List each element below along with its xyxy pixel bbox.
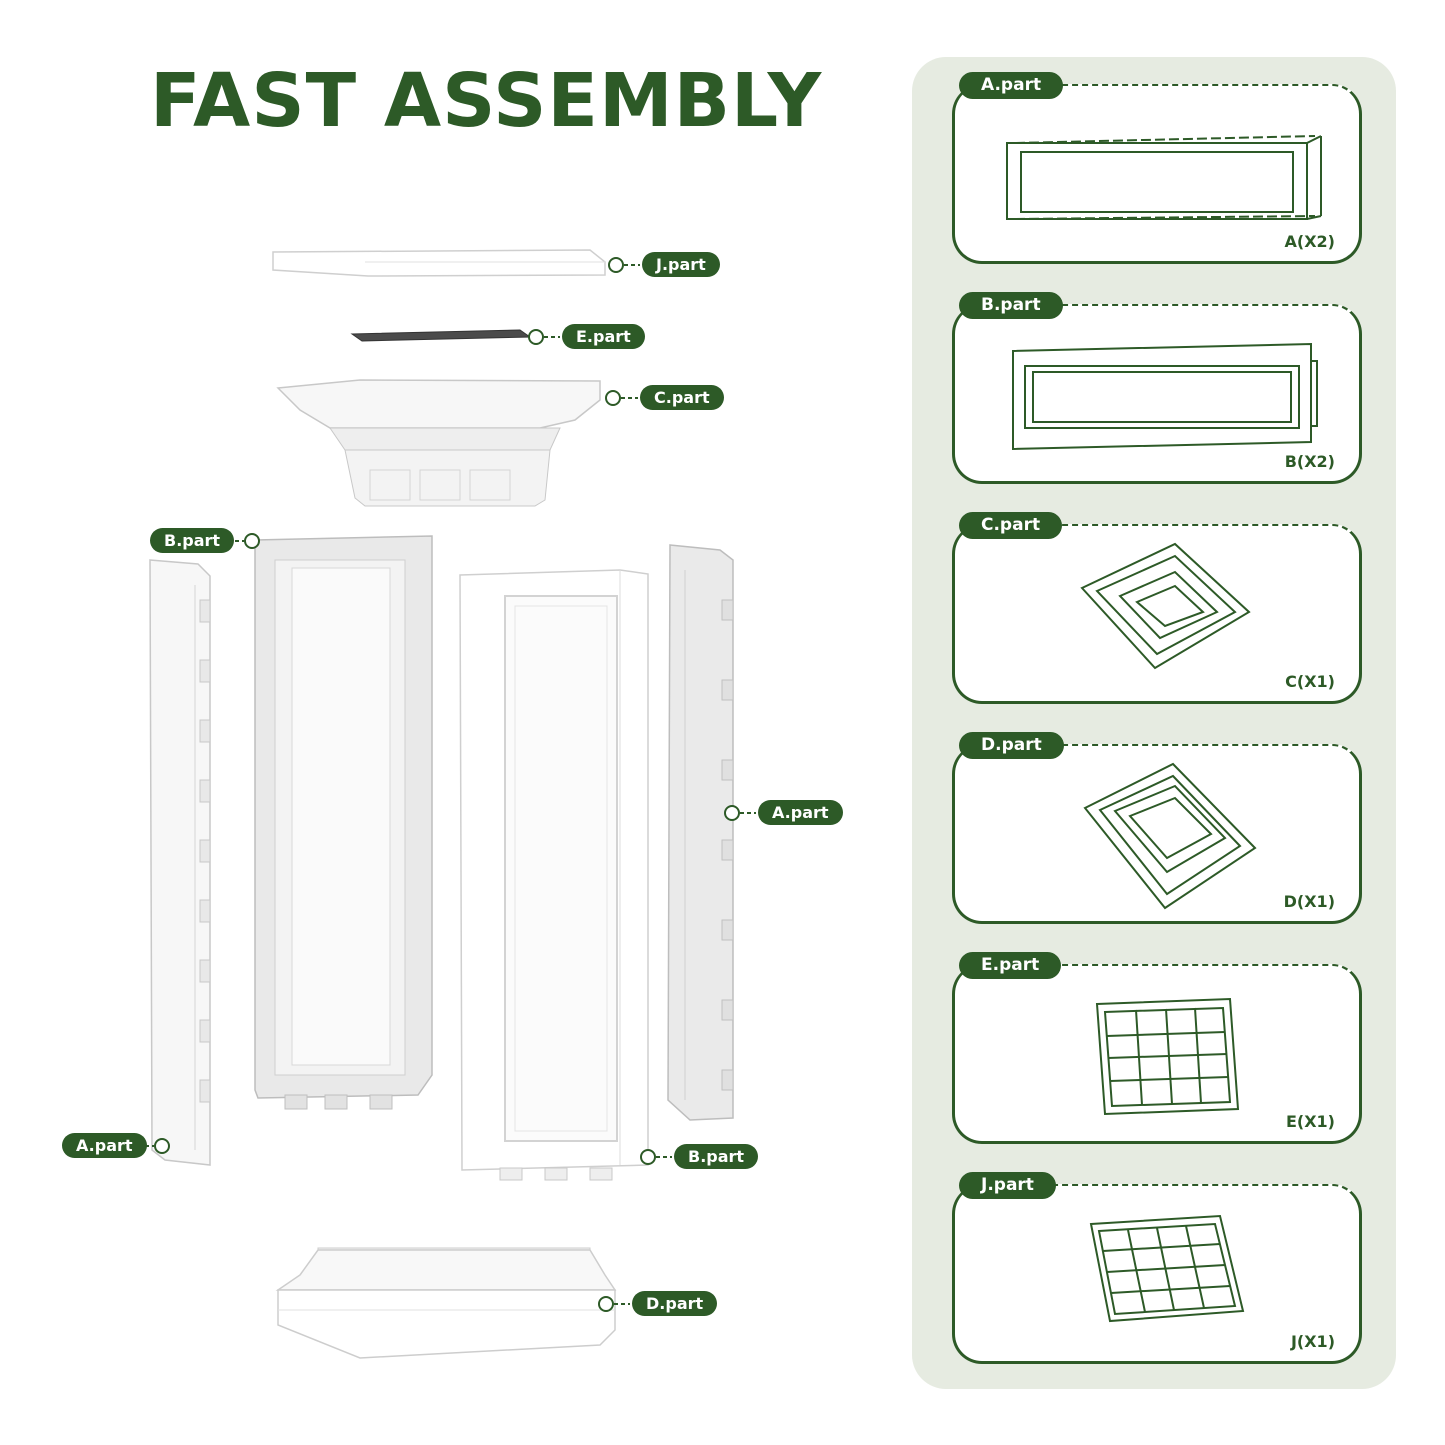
parts-list-panel: A.part A(X2) B.part B(X2) C.part — [912, 57, 1396, 1389]
part-card-qty: E(X1) — [1285, 1112, 1335, 1131]
part-d-thumbnail-icon — [1083, 762, 1257, 910]
part-card-label: E.part — [959, 952, 1062, 979]
callout-e-part: E.part — [562, 324, 645, 349]
part-e-tray — [350, 329, 532, 342]
part-card-c: C.part C(X1) — [952, 512, 1362, 704]
part-b-back-panel — [254, 535, 433, 1110]
callout-b-part-back: B.part — [150, 528, 235, 553]
part-a-thumbnail-icon — [1006, 135, 1322, 220]
part-card-qty: D(X1) — [1283, 892, 1335, 911]
part-card-label: D.part — [959, 732, 1064, 759]
callout-d-part: D.part — [632, 1291, 718, 1316]
callout-a-part-right: A.part — [758, 800, 843, 825]
page-title: FAST ASSEMBLY — [150, 58, 823, 144]
part-j-thumbnail-icon — [1089, 1214, 1245, 1323]
part-c-thumbnail-icon — [1080, 542, 1251, 670]
part-a-left-panel — [149, 559, 211, 1166]
part-card-label: A.part — [959, 72, 1064, 99]
exploded-assembly-diagram — [138, 249, 756, 1359]
part-card-qty: A(X2) — [1284, 232, 1335, 251]
part-e-thumbnail-icon — [1095, 997, 1240, 1116]
part-card-label: J.part — [959, 1172, 1056, 1199]
callout-j-part: J.part — [642, 252, 720, 277]
part-b-front-panel — [459, 569, 649, 1181]
part-card-label: B.part — [959, 292, 1063, 319]
part-j-lid — [272, 249, 606, 277]
part-b-thumbnail-icon — [1012, 342, 1318, 451]
part-a-right-panel — [667, 544, 734, 1121]
part-card-e: E.part E(X1) — [952, 952, 1362, 1144]
part-card-qty: J(X1) — [1290, 1332, 1335, 1351]
part-card-qty: B(X2) — [1284, 452, 1335, 471]
part-c-planter-top — [276, 379, 601, 507]
callout-a-part-left: A.part — [62, 1133, 147, 1158]
part-card-a: A.part A(X2) — [952, 72, 1362, 264]
part-card-qty: C(X1) — [1285, 672, 1335, 691]
part-card-d: D.part D(X1) — [952, 732, 1362, 924]
part-card-label: C.part — [959, 512, 1063, 539]
part-card-b: B.part B(X2) — [952, 292, 1362, 484]
callout-b-part-front: B.part — [674, 1144, 759, 1169]
part-card-j: J.part J(X1) — [952, 1172, 1362, 1364]
callout-c-part: C.part — [640, 385, 724, 410]
part-d-base — [275, 1247, 617, 1359]
